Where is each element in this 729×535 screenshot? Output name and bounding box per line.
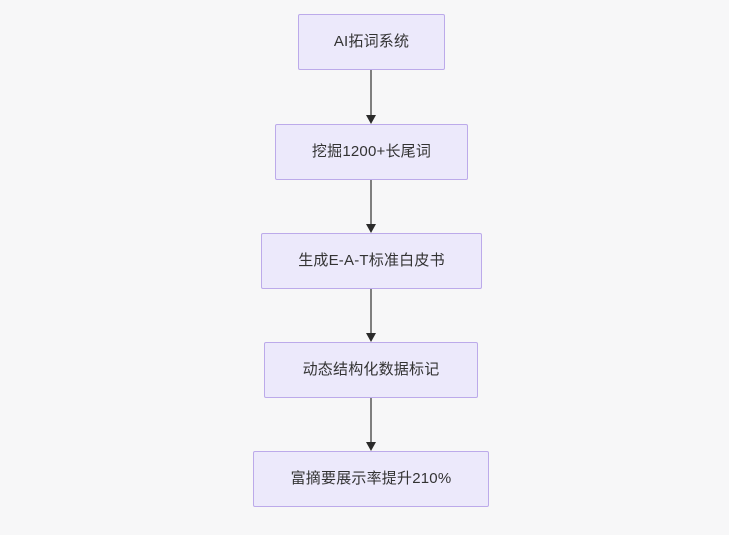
connector-line xyxy=(370,398,372,443)
flow-node-label: 生成E-A-T标准白皮书 xyxy=(298,252,445,269)
flow-connector xyxy=(366,289,376,342)
flow-node-label: 挖掘1200+长尾词 xyxy=(311,143,432,160)
flow-node-label: AI拓词系统 xyxy=(333,33,410,50)
flow-node[interactable]: 动态结构化数据标记 xyxy=(264,342,478,398)
connector-line xyxy=(370,180,372,225)
flow-node[interactable]: 生成E-A-T标准白皮书 xyxy=(261,233,482,289)
flow-node[interactable]: AI拓词系统 xyxy=(298,14,445,70)
arrowhead-icon xyxy=(366,115,376,124)
flow-connector xyxy=(366,180,376,233)
arrowhead-icon xyxy=(366,333,376,342)
flow-node-label: 动态结构化数据标记 xyxy=(302,361,440,378)
flow-node-label: 富摘要展示率提升210% xyxy=(290,470,452,487)
flow-node[interactable]: 富摘要展示率提升210% xyxy=(253,451,489,507)
connector-line xyxy=(370,289,372,334)
flow-connector xyxy=(366,398,376,451)
connector-line xyxy=(370,70,372,116)
arrowhead-icon xyxy=(366,224,376,233)
flow-node[interactable]: 挖掘1200+长尾词 xyxy=(275,124,468,180)
flow-connector xyxy=(366,70,376,124)
arrowhead-icon xyxy=(366,442,376,451)
